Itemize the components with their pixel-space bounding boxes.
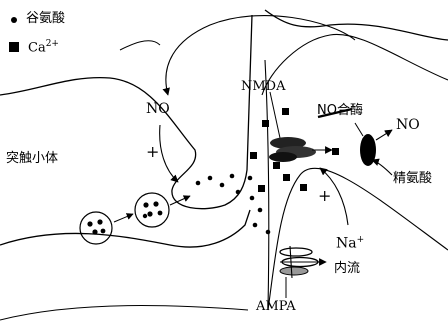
left-axon-line [120,41,160,50]
legend-calcium-label: Ca2+ [28,40,59,54]
presynaptic-membrane-lower [0,210,250,247]
sodium-label: Na+ [336,236,364,251]
arginine-label: 精氨酸 [393,172,432,185]
no-left-label: NO [146,102,170,116]
influx-label: 内流 [334,262,360,275]
no-synthase-label: NO合酶 [317,104,363,117]
legend-calcium-square [9,42,19,52]
presynaptic-terminal-label: 突触小体 [6,152,58,165]
postsynaptic-membrane-mid [262,34,448,95]
nmda-label-line [270,92,280,138]
postsynaptic-membrane [265,10,448,40]
bottom-line [0,306,248,320]
ampa-label: AMPA [256,300,296,313]
no-right-label: NO [396,118,420,132]
legend-glutamate-label: 谷氨酸 [26,12,65,25]
plus-left-label: + [146,144,159,160]
synthase-label-line [355,123,363,136]
no-to-terminal-arrow [160,125,178,182]
glutamate-dots [196,174,271,235]
legend-glutamate-dot [11,17,17,23]
vesicle-2 [135,193,169,227]
nmda-receptor [269,137,316,162]
synaptic-cleft-line [265,60,269,310]
no-product-arrow [376,130,392,140]
nmda-label: NMDA [241,80,286,93]
vesicle-1 [80,212,112,244]
arginine-arrow [372,160,392,175]
plus-right-label: + [318,188,331,204]
